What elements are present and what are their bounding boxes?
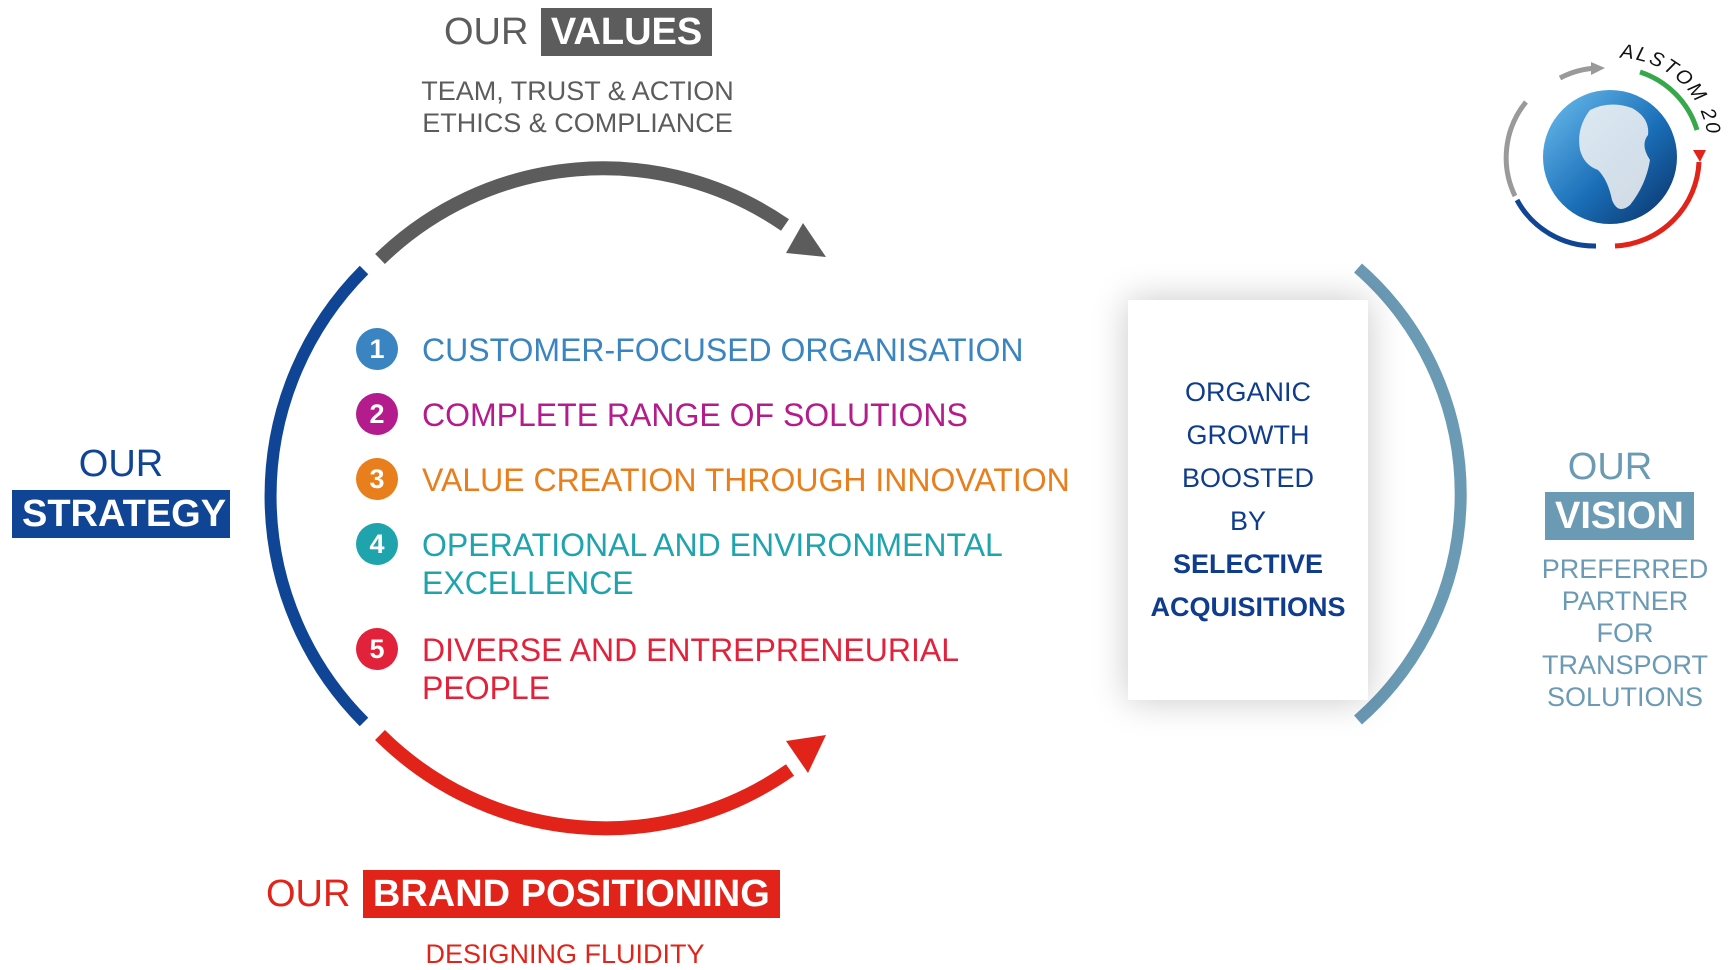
values-line-2: ETHICS & COMPLIANCE (422, 108, 733, 138)
pillar-1-text: CUSTOMER-FOCUSED ORGANISATION (422, 332, 1024, 368)
pillar-5: 5 DIVERSE AND ENTREPRENEURIAL PEOPLE (356, 628, 960, 707)
vision-title: VISION (1545, 492, 1694, 540)
pillar-1-number-badge: 1 (356, 328, 398, 370)
vision-arc (1354, 263, 1467, 725)
pillar-3-text: VALUE CREATION THROUGH INNOVATION (422, 462, 1070, 498)
pillar-5-text: DIVERSE AND ENTREPRENEURIAL PEOPLE (422, 632, 960, 706)
strategy-arc (264, 265, 369, 727)
pillar-2: 2 COMPLETE RANGE OF SOLUTIONS (356, 393, 968, 435)
values-prefix: OUR (444, 11, 529, 53)
vision-heading: OUR (1520, 445, 1700, 489)
pillar-4: 4 OPERATIONAL AND ENVIRONMENTAL EXCELLEN… (356, 523, 1003, 602)
pillar-4-text: OPERATIONAL AND ENVIRONMENTAL EXCELLENCE (422, 527, 1003, 601)
logo-arrow-tip-red (1693, 150, 1706, 162)
values-line-1: TEAM, TRUST & ACTION (421, 76, 734, 106)
vision-line-5: SOLUTIONS (1546, 682, 1704, 712)
vision-line-1: PREFERRED (1541, 554, 1709, 584)
pillar-2-number-badge: 2 (356, 393, 398, 435)
globe-continents (1579, 104, 1650, 209)
values-heading: OUR VALUES (444, 8, 713, 56)
vision-line-2: PARTNER (1561, 586, 1689, 616)
brand-arrowhead (786, 735, 826, 773)
growth-line-4: BY (1229, 506, 1267, 536)
pillar-2-text: COMPLETE RANGE OF SOLUTIONS (422, 397, 968, 433)
values-arc (375, 161, 789, 265)
logo-text: ALSTOM 2020 (0, 0, 1724, 137)
growth-line-2: GROWTH (1186, 420, 1310, 450)
values-description: TEAM, TRUST & ACTION ETHICS & COMPLIANCE (400, 75, 755, 139)
pillar-3: 3 VALUE CREATION THROUGH INNOVATION (356, 458, 1070, 500)
growth-bold-line-1: SELECTIVE (1172, 549, 1324, 579)
brand-title: BRAND POSITIONING (362, 870, 780, 918)
vision-prefix: OUR (1567, 446, 1653, 488)
brand-arc (375, 730, 795, 836)
growth-line-1: ORGANIC (1184, 377, 1311, 407)
vision-line-3: FOR (1596, 618, 1654, 648)
pillar-4-number-badge: 4 (356, 523, 398, 565)
logo-grey-ring (1503, 100, 1528, 198)
logo-arrow-tip (1591, 62, 1605, 75)
pillar-1: 1 CUSTOMER-FOCUSED ORGANISATION (356, 328, 1024, 370)
brand-heading: OUR BRAND POSITIONING (266, 870, 780, 918)
brand-tagline: DESIGNING FLUIDITY (425, 939, 705, 969)
logo-green-ring (1639, 69, 1700, 131)
vision-description: PREFERRED PARTNER FOR TRANSPORT SOLUTION… (1525, 553, 1725, 713)
brand-prefix: OUR (266, 873, 351, 915)
strategy-heading: OUR (12, 442, 230, 486)
logo-red-ring (1614, 161, 1702, 249)
strategy-prefix: OUR (78, 443, 164, 485)
logo-blue-ring (1514, 198, 1597, 249)
values-arrowhead (786, 223, 826, 257)
growth-panel: ORGANIC GROWTH BOOSTED BY SELECTIVE ACQU… (1128, 300, 1368, 700)
pillar-3-number-badge: 3 (356, 458, 398, 500)
growth-line-3: BOOSTED (1181, 463, 1315, 493)
pillar-5-number-badge: 5 (356, 628, 398, 670)
strategy-title: STRATEGY (12, 490, 230, 538)
growth-text: ORGANIC GROWTH BOOSTED BY SELECTIVE ACQU… (1128, 371, 1368, 629)
growth-bold-line-2: ACQUISITIONS (1150, 592, 1346, 622)
values-title: VALUES (540, 8, 713, 56)
alstom-2020-logo: ALSTOM 2020 (0, 0, 1724, 249)
vision-line-4: TRANSPORT (1541, 650, 1709, 680)
